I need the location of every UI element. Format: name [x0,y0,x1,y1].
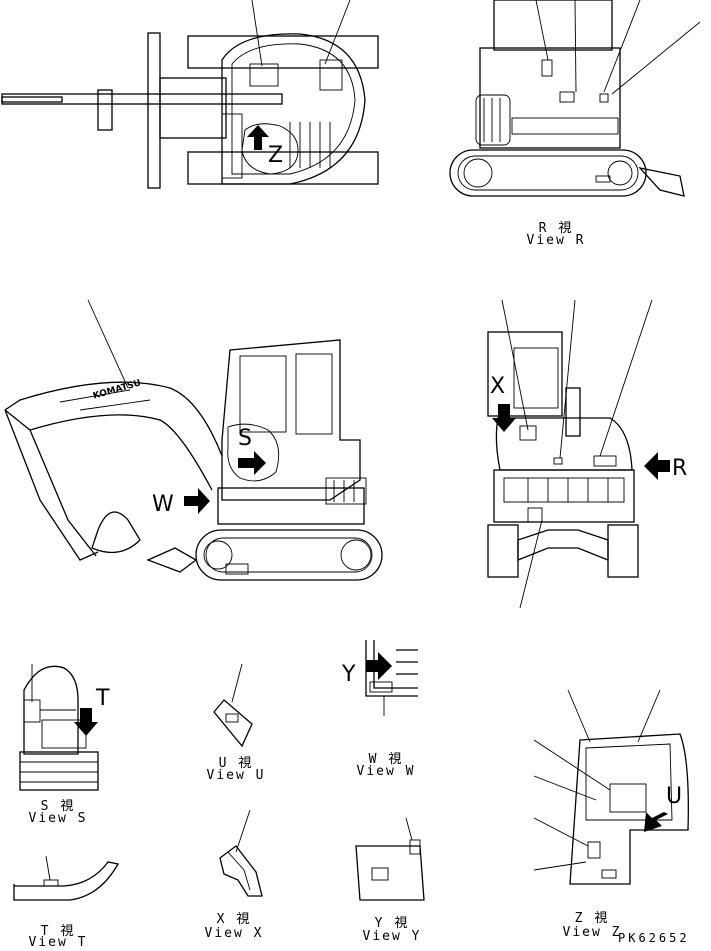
caption-r-view: View R [526,233,586,248]
side-view-drawing [4,299,383,581]
view-letter-y: Y [342,662,356,687]
rear-view-drawing [487,299,670,609]
view-letter-t: T [96,686,110,711]
arrow-y-icon [366,652,392,680]
view-t-drawing [13,855,120,901]
caption-w-view: View W [356,764,416,779]
arrow-z-icon [247,125,269,150]
view-letter-u: U [666,784,683,809]
view-letter-z: Z [268,143,284,168]
view-y-drawing [355,817,425,901]
view-x-drawing [219,809,263,897]
view-s-drawing [19,664,99,791]
caption-t-kanji: T 視 [40,924,76,939]
view-u-drawing [213,663,253,748]
caption-u-view: View U [206,768,266,783]
caption-z-kanji: Z 視 [574,911,610,926]
caption-x-view: View X [204,926,264,941]
view-letter-w: W [152,492,174,517]
drawing-code: PK62652 [618,931,690,945]
top-plan-view [1,0,379,189]
caption-r-kanji: R 視 [538,221,574,236]
caption-z-view: View Z [562,925,622,940]
caption-u-kanji: U 視 [218,756,254,771]
caption-x-kanji: X 視 [216,912,252,927]
caption-s-kanji: S 視 [40,799,76,814]
arrow-t-icon [74,708,98,736]
arrow-r-icon [644,452,670,480]
arrow-s-icon [238,451,266,475]
arrow-w-icon [184,488,210,514]
view-letter-s: S [238,426,252,451]
view-z-drawing [533,689,689,885]
caption-y-view: View Y [362,929,422,944]
view-letter-x: X [490,374,506,399]
view-w-drawing [365,640,418,716]
arrow-u-icon [644,812,668,832]
caption-t-view: View T [28,935,88,950]
caption-s-view: View S [28,811,88,826]
caption-w-kanji: W 視 [368,752,404,767]
view-r-drawing [449,0,701,197]
caption-y-kanji: Y 視 [374,916,410,931]
arrow-x-icon [492,404,516,432]
view-letter-r: R [672,456,688,481]
